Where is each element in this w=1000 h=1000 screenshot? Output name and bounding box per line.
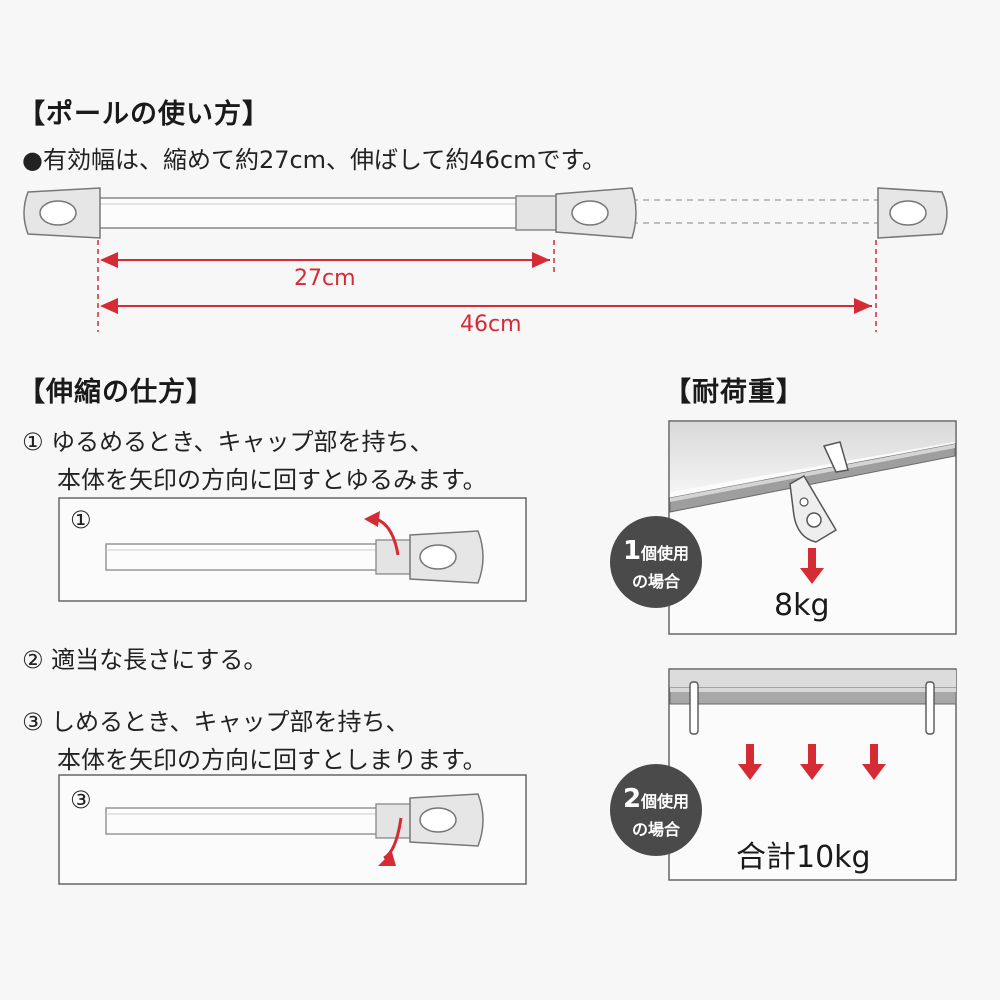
pole-cap-middle (555, 187, 637, 239)
load-heading: 【耐荷重】 (664, 377, 804, 408)
step3-text-line1: ③ しめるとき、キャップ部を持ち、 (22, 708, 410, 736)
case1-badge: 1個使用 の場合 (610, 516, 702, 608)
step3-rotate-arrow (383, 817, 403, 860)
adjust-heading: 【伸縮の仕方】 (18, 377, 214, 408)
case2-pole (669, 687, 957, 705)
extension-dashed-lines (632, 199, 878, 224)
dimension-27cm-label: 27cm (294, 266, 356, 291)
load-case2-diagram (668, 668, 957, 881)
case2-badge-suffix: 個使用 (641, 792, 690, 811)
pole-cap-left (23, 187, 101, 239)
case2-weight: 合計10kg (736, 840, 871, 875)
case1-badge-suffix: 個使用 (641, 544, 690, 563)
case2-badge-number: 2 (622, 784, 642, 814)
case1-load-arrow (800, 548, 824, 584)
step3-pole-cap (409, 793, 484, 847)
case1-pole (669, 443, 956, 513)
step3-text-line2: 本体を矢印の方向に回すとしまります。 (57, 746, 487, 774)
step1-text-line1: ① ゆるめるとき、キャップ部を持ち、 (22, 428, 434, 456)
pole-body (91, 195, 559, 231)
pole-cap-right (877, 187, 948, 239)
step1-pole-cap (409, 530, 484, 584)
dimension-46cm-label: 46cm (460, 312, 522, 337)
step2-text: ② 適当な長さにする。 (22, 646, 268, 674)
usage-heading: 【ポールの使い方】 (18, 99, 270, 130)
step1-box-label: ① (70, 506, 92, 534)
case1-badge-number: 1 (622, 536, 642, 566)
step3-box-label: ③ (70, 786, 92, 814)
case2-hooks (689, 681, 935, 735)
case1-badge-line2: の場合 (631, 572, 680, 591)
case2-load-arrows (738, 744, 886, 780)
case1-hook (789, 441, 849, 543)
width-note: ●有効幅は、縮めて約27cm、伸ばして約46cmです。 (22, 146, 607, 174)
dimension-lines (97, 240, 877, 332)
step1-pole (105, 543, 387, 571)
pole-dimension-diagram (23, 187, 948, 332)
step3-tighten-diagram (58, 774, 527, 885)
case2-badge: 2個使用 の場合 (610, 764, 702, 856)
step3-pole (105, 807, 387, 835)
step1-text-line2: 本体を矢印の方向に回すとゆるみます。 (57, 466, 487, 494)
case1-weight: 8kg (774, 588, 830, 623)
case2-badge-line2: の場合 (631, 820, 680, 839)
step1-loosen-diagram (58, 497, 527, 602)
load-case1-diagram (668, 420, 957, 635)
